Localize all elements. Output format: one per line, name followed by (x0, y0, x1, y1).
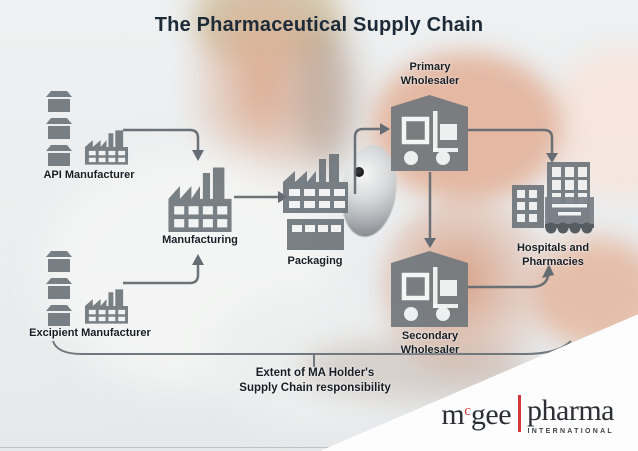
connector-api-to-manufacturing (123, 128, 200, 151)
mcgee-pharma-logo: mcgee pharma INTERNATIONAL (441, 394, 614, 435)
connector-secondary-to-hospitals (468, 275, 550, 289)
manufacturing-factory-icon (168, 167, 232, 232)
arrowhead-up-manufacturing (192, 254, 204, 265)
secondary-wholesaler-forklift-icon (391, 251, 468, 327)
arrowhead-down-hospitals (546, 153, 558, 163)
page-title: The Pharmaceutical Supply Chain (154, 14, 484, 36)
excipient-factory-icon (84, 289, 129, 324)
connector-excipient-to-manufacturing (123, 264, 200, 285)
logo-tagline: INTERNATIONAL (527, 428, 614, 435)
api-manufacturer-label: API Manufacturer (43, 169, 135, 181)
api-boxes-icon (46, 91, 72, 166)
api-factory-icon (84, 130, 129, 165)
logo-red-divider (518, 395, 522, 432)
excipient-boxes-icon (46, 251, 72, 326)
ma-holder-annotation: Extent of MA Holder's Supply Chain respo… (239, 367, 391, 394)
arrowhead-right-primary (380, 123, 390, 135)
connector-packaging-to-primary (353, 127, 380, 194)
arrowhead-down-secondary (424, 238, 436, 248)
logo-mcgee: mcgee (441, 398, 512, 431)
face-shadow-blob (296, 28, 356, 168)
arrowhead-up-hospitals (542, 264, 554, 278)
logo-superscript-c: c (464, 403, 471, 419)
primary-wholesaler-forklift-icon (391, 95, 468, 171)
excipient-manufacturer-label: Excipient Manufacturer (29, 327, 151, 339)
primary-wholesaler-label: Primary Wholesaler (400, 61, 460, 87)
connector-primary-to-hospitals (468, 128, 554, 153)
manufacturing-label: Manufacturing (162, 234, 238, 246)
packaging-icon (283, 154, 348, 250)
hospitals-pharmacies-label: Hospitals and Pharmacies (516, 242, 590, 268)
responsibility-bracket (52, 340, 572, 355)
packaging-label: Packaging (287, 255, 343, 267)
arrowhead-down-manufacturing (192, 150, 204, 161)
hospitals-buildings-icon (512, 162, 594, 234)
table-edge-line (0, 447, 350, 448)
secondary-wholesaler-label: Secondary Wholesaler (400, 330, 460, 356)
logo-pharma: pharma (527, 394, 614, 427)
pen-tip-icon (354, 167, 364, 177)
